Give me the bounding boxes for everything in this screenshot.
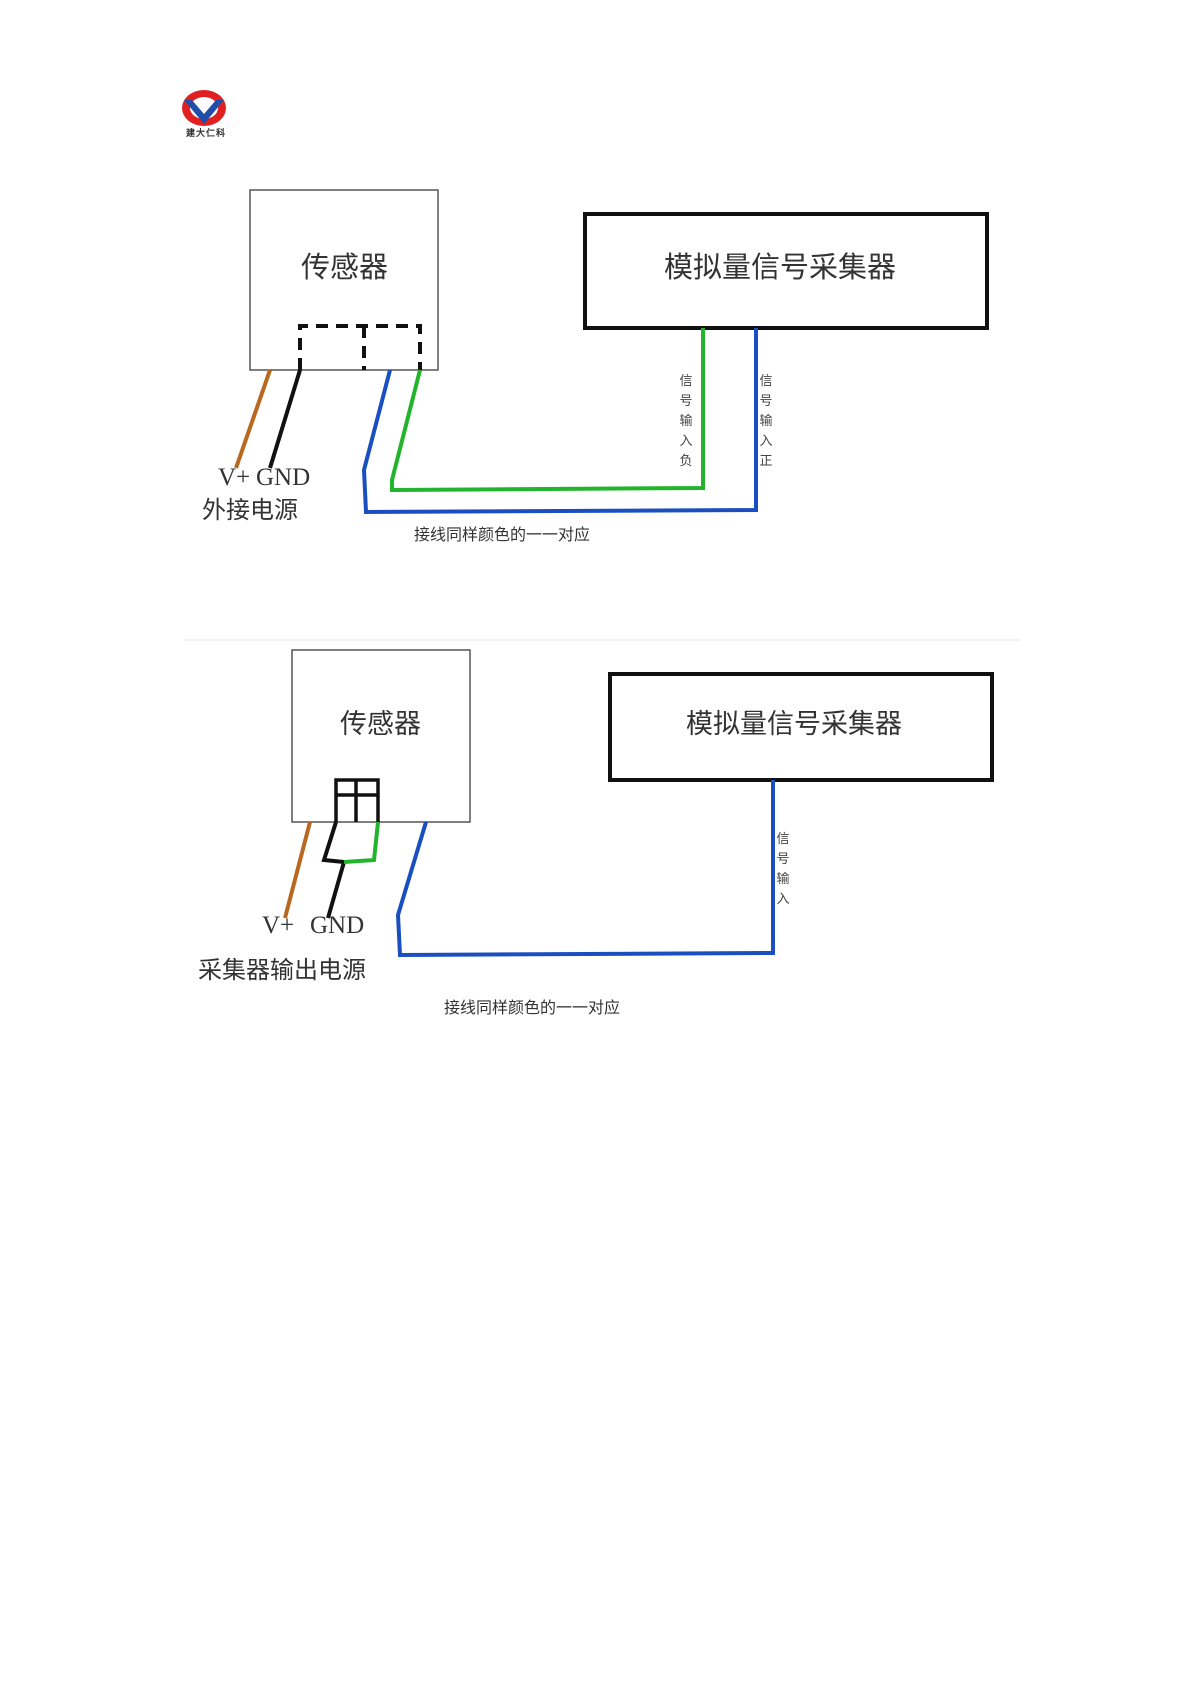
signal-in-label: 信号输入 — [775, 830, 791, 910]
black-wire-1 — [270, 370, 300, 468]
brown-wire-2 — [285, 822, 310, 918]
wiring-note-2: 接线同样颜色的一一对应 — [444, 994, 620, 1018]
gnd-label-1: GND — [256, 464, 310, 492]
gnd-label-2: GND — [310, 912, 364, 940]
green-wire-2 — [344, 822, 378, 862]
vplus-label-1: V+ — [218, 464, 250, 492]
diagram2 — [285, 650, 992, 955]
sensor-label-1: 传感器 — [301, 244, 388, 286]
brown-wire-1 — [236, 370, 270, 468]
diagram1 — [236, 190, 987, 512]
collector-label-2: 模拟量信号采集器 — [686, 702, 902, 741]
signal-neg-label: 信号输入负 — [678, 372, 694, 472]
black-wire-2 — [324, 822, 344, 918]
wiring-note-1: 接线同样颜色的一一对应 — [414, 521, 590, 545]
vplus-label-2: V+ — [262, 912, 294, 940]
sensor-label-2: 传感器 — [340, 702, 421, 741]
collector-label-1: 模拟量信号采集器 — [664, 244, 896, 286]
power-caption-2: 采集器输出电源 — [198, 950, 366, 985]
power-caption-1: 外接电源 — [202, 490, 298, 525]
signal-pos-label: 信号输入正 — [758, 372, 774, 472]
